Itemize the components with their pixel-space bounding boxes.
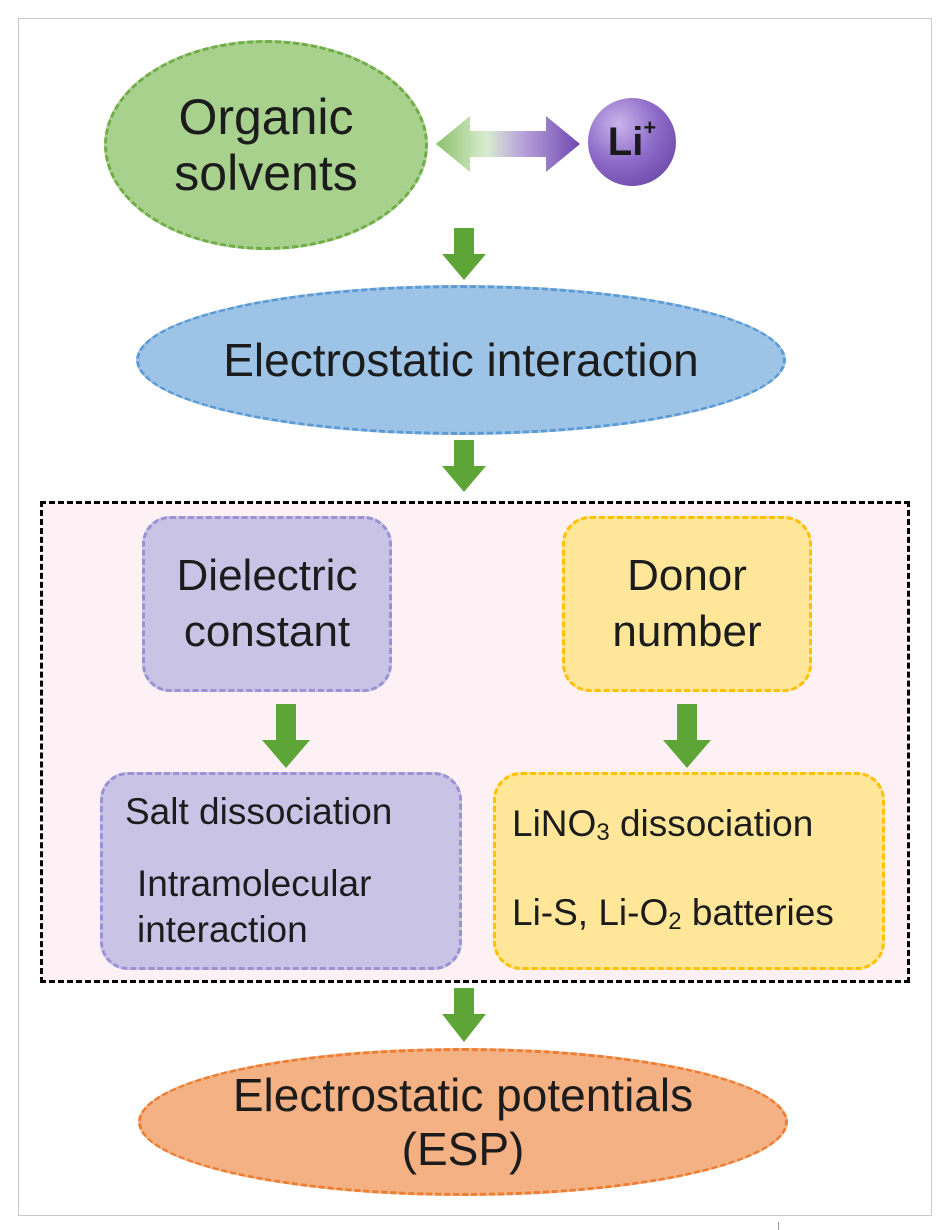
organic-line2: solvents [174,145,358,201]
organic-line1: Organic [178,89,354,145]
dielectric-constant-box: Dielectric constant [142,516,392,692]
donor-line1: Donor [627,551,747,600]
donor-line2: number [612,607,762,656]
batteries-rest: batteries [681,892,834,933]
o2-subscript: 2 [668,908,682,935]
lithium-ion-sphere: Li+ [588,98,676,186]
intramolecular-text: Intramolecular [137,863,372,904]
figure-frame [18,18,932,1216]
donor-effects-box: LiNO3 dissociation Li-S, Li-O2 batteries [493,772,885,970]
organic-solvents-node: Organic solvents [104,40,428,250]
esp-line2: (ESP) [401,1123,525,1175]
ion-charge: + [643,115,657,140]
edge-tick-mark [778,1222,779,1230]
lino3-dissociation-text: LiNO3 dissociation [512,801,813,852]
batteries-main: Li-S, Li-O [512,892,669,933]
esp-node: Electrostatic potentials (ESP) [138,1048,788,1196]
lino3-subscript: 3 [596,819,610,846]
batteries-text: Li-S, Li-O2 batteries [512,890,834,941]
dielectric-line1: Dielectric [176,551,358,600]
electrostatic-label: Electrostatic interaction [223,334,699,386]
lino3-main: LiNO [512,803,597,844]
esp-line1: Electrostatic potentials [232,1069,694,1121]
electrostatic-interaction-node: Electrostatic interaction [136,285,786,435]
ion-symbol: Li [607,119,644,164]
interaction-text: interaction [137,909,308,950]
salt-dissociation-text: Salt dissociation [125,791,393,832]
dielectric-effects-box: Salt dissociation Intramolecular interac… [100,772,462,970]
dielectric-line2: constant [183,607,351,656]
donor-number-box: Donor number [562,516,812,692]
lino3-rest: dissociation [609,803,814,844]
